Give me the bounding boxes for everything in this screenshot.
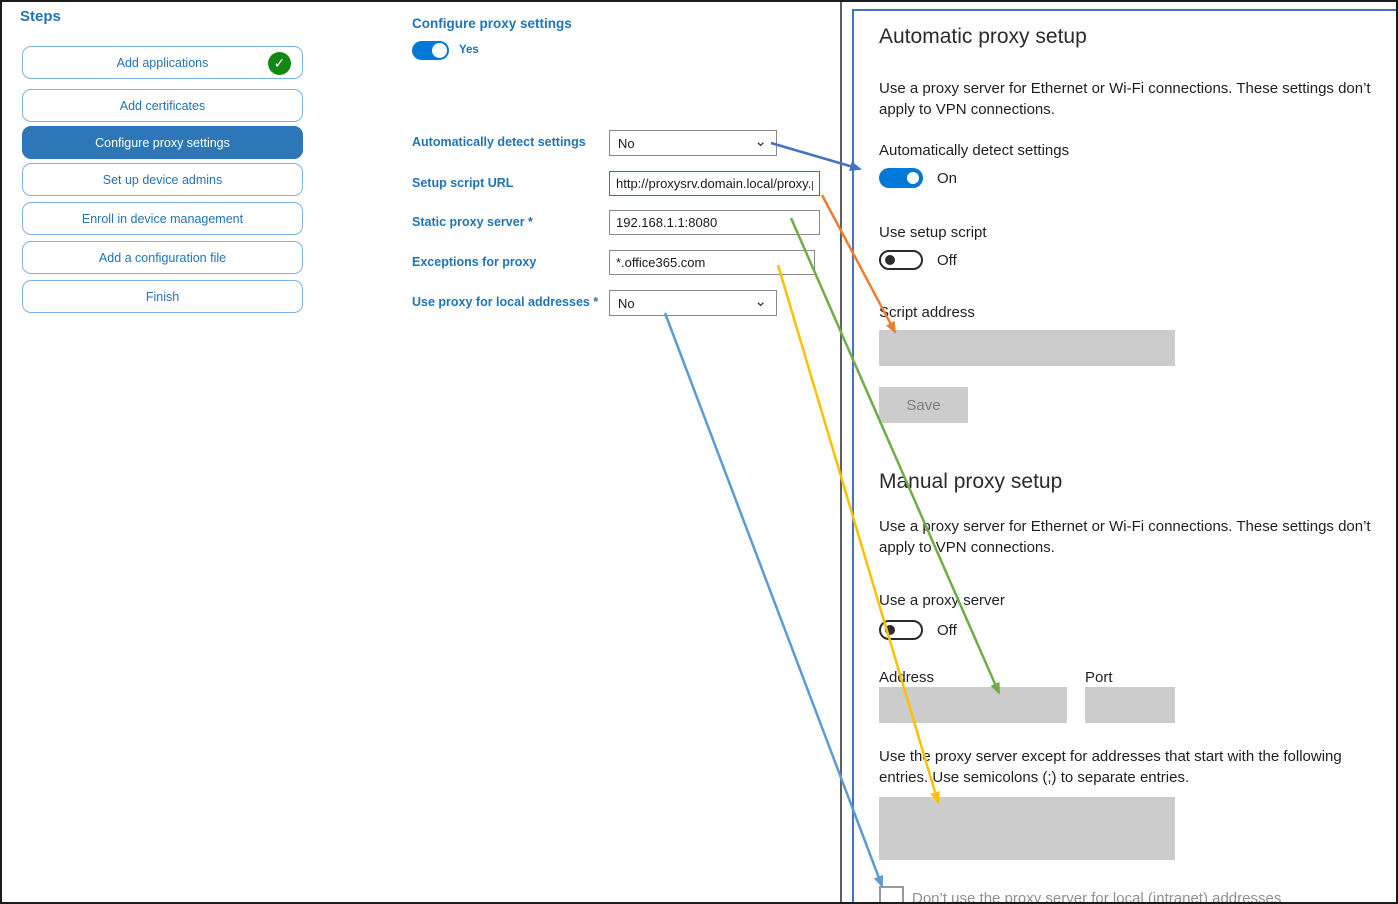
- arrow-auto-detect-settings: [770, 141, 862, 171]
- save-button[interactable]: Save: [879, 387, 968, 423]
- step-label: Configure proxy settings: [95, 135, 230, 150]
- step-finish[interactable]: Finish: [22, 280, 303, 313]
- vertical-divider: [840, 2, 842, 902]
- steps-panel-title: Steps: [20, 8, 61, 25]
- step-configure-proxy-settings[interactable]: Configure proxy settings: [22, 126, 303, 159]
- step-set-up-device-admins[interactable]: Set up device admins: [22, 163, 303, 196]
- port-label: Port: [1085, 669, 1113, 686]
- auto-detect-settings-label: Automatically detect settings: [879, 142, 1070, 159]
- auto-detect-toggle-state: On: [937, 169, 958, 187]
- script-address-input[interactable]: [879, 330, 1175, 366]
- local-addresses-checkbox[interactable]: [879, 886, 904, 902]
- chevron-down-icon: ⌄: [754, 293, 767, 310]
- step-label: Enroll in device management: [81, 211, 244, 226]
- field-label-static-proxy: Static proxy server *: [412, 215, 533, 229]
- field-label-exceptions: Exceptions for proxy: [412, 255, 537, 269]
- select-value: No: [618, 135, 635, 151]
- chevron-down-icon: ⌄: [754, 133, 767, 150]
- manual-proxy-heading: Manual proxy setup: [879, 470, 1063, 493]
- script-address-label: Script address: [879, 304, 975, 321]
- checkmark-glyph: ✓: [273, 55, 286, 71]
- step-label: Add a configuration file: [98, 250, 227, 265]
- step-enroll-device-management[interactable]: Enroll in device management: [22, 202, 303, 235]
- setup-script-url-input[interactable]: [609, 171, 820, 196]
- use-proxy-server-label: Use a proxy server: [879, 592, 1005, 609]
- address-input[interactable]: [879, 687, 1067, 723]
- address-label: Address: [879, 669, 935, 686]
- toggle-knob: [907, 172, 919, 184]
- automatic-proxy-heading: Automatic proxy setup: [879, 25, 1087, 48]
- use-proxy-server-toggle[interactable]: [879, 620, 923, 640]
- page-title: Configure proxy settings: [412, 16, 572, 31]
- static-proxy-server-input[interactable]: [609, 210, 820, 235]
- step-label: Add certificates: [119, 98, 206, 113]
- step-label: Finish: [145, 289, 180, 304]
- proxy-exceptions-description: Use the proxy server except for addresse…: [879, 748, 1342, 786]
- exceptions-for-proxy-input[interactable]: [609, 250, 815, 275]
- use-proxy-server-toggle-state: Off: [937, 621, 957, 639]
- auto-detect-select[interactable]: No ⌄: [609, 130, 777, 156]
- step-add-certificates[interactable]: Add certificates: [22, 89, 303, 122]
- field-label-setup-script-url: Setup script URL: [412, 176, 514, 190]
- use-setup-script-label: Use setup script: [879, 224, 987, 241]
- proxy-exceptions-textarea[interactable]: [879, 797, 1175, 860]
- step-add-applications[interactable]: Add applications ✓: [22, 46, 303, 79]
- port-input[interactable]: [1085, 687, 1175, 723]
- toggle-knob: [885, 255, 895, 265]
- manual-proxy-description: Use a proxy server for Ethernet or Wi-Fi…: [879, 518, 1371, 556]
- auto-detect-toggle[interactable]: [879, 168, 923, 188]
- step-add-configuration-file[interactable]: Add a configuration file: [22, 241, 303, 274]
- arrow-use-proxy-local: [663, 312, 884, 888]
- select-value: No: [618, 295, 635, 311]
- toggle-knob: [432, 43, 447, 58]
- proxy-local-addresses-select[interactable]: No ⌄: [609, 290, 777, 316]
- step-label: Add applications: [116, 55, 209, 70]
- local-addresses-checkbox-label: Don’t use the proxy server for local (in…: [912, 890, 1282, 904]
- completed-check-icon: ✓: [268, 52, 291, 75]
- field-label-proxy-local: Use proxy for local addresses *: [412, 295, 599, 309]
- configure-proxy-toggle[interactable]: [412, 41, 449, 60]
- automatic-proxy-description: Use a proxy server for Ethernet or Wi-Fi…: [879, 80, 1371, 118]
- toggle-knob: [885, 625, 895, 635]
- windows-proxy-settings-panel: Automatic proxy setup Use a proxy server…: [852, 9, 1396, 904]
- use-setup-script-toggle[interactable]: [879, 250, 923, 270]
- step-label: Set up device admins: [102, 172, 223, 187]
- use-setup-script-toggle-state: Off: [937, 251, 957, 269]
- configure-proxy-toggle-state: Yes: [459, 44, 479, 56]
- field-label-auto-detect: Automatically detect settings: [412, 135, 586, 149]
